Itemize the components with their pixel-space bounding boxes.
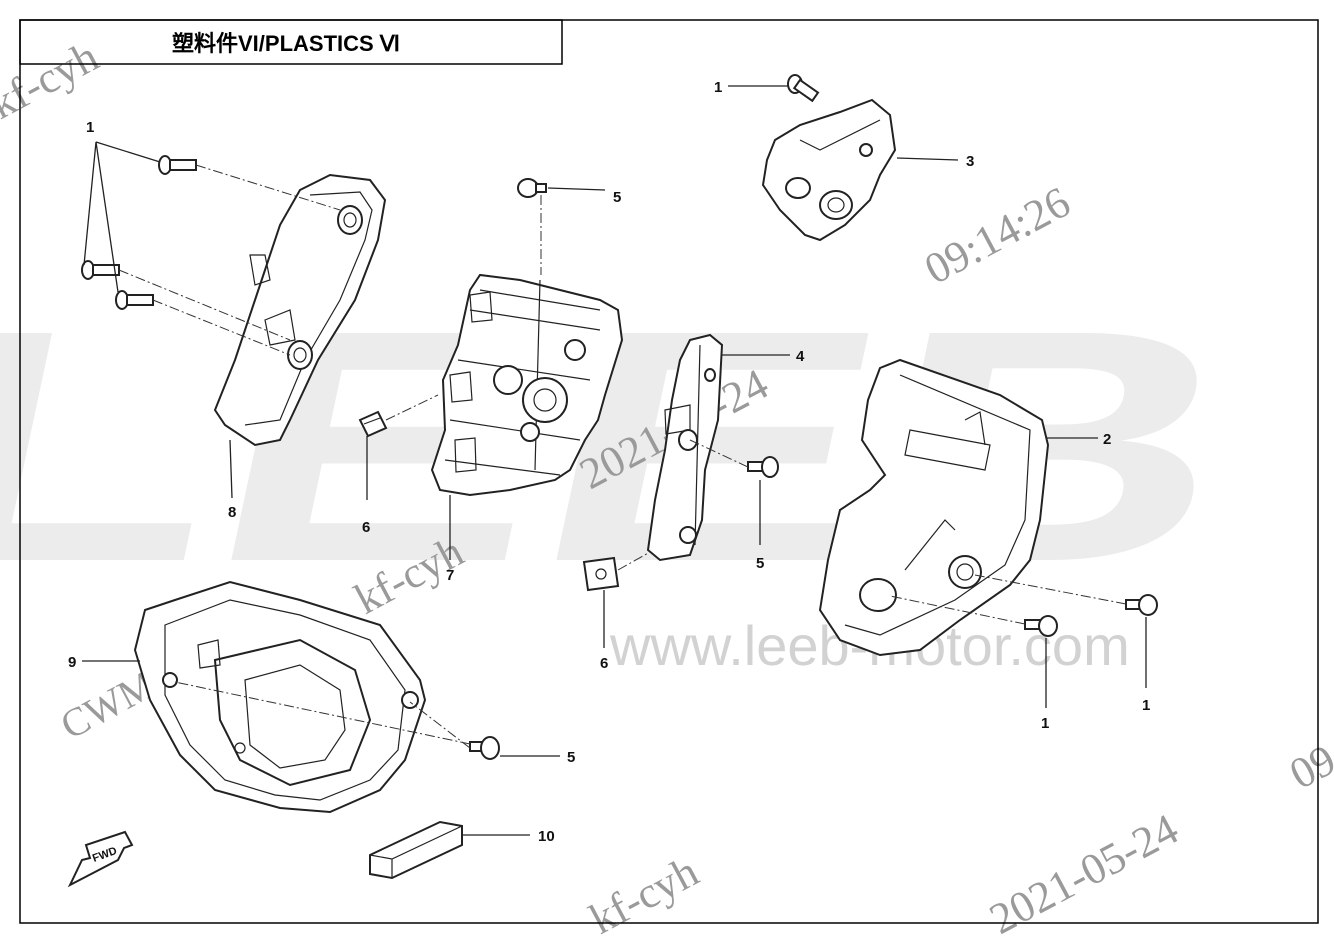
watermark-text: kf-cyh (0, 32, 106, 129)
bolt-icon (747, 456, 779, 478)
callout-label: 5 (567, 749, 575, 766)
bolt-icon (787, 74, 820, 103)
callout-label: 3 (966, 153, 974, 170)
bolt-icon (517, 178, 547, 198)
callout-label: 6 (362, 519, 370, 536)
bolt-icon (1125, 594, 1158, 616)
callout-label: 7 (446, 567, 454, 584)
assembly-line (689, 439, 749, 468)
callout-label: 9 (68, 654, 76, 671)
part-9-instrument-housing (133, 580, 427, 814)
part-8-side-cover (213, 173, 387, 447)
assembly-line (118, 269, 291, 341)
leader-line (83, 141, 161, 293)
title-box (19, 19, 563, 65)
clip-nut-icon (358, 410, 388, 438)
assembly-line (409, 701, 471, 749)
callout-label: 2 (1103, 431, 1111, 448)
assembly-line (889, 595, 1026, 625)
part-3-mount-bracket (761, 98, 897, 242)
assembly-line (195, 164, 341, 211)
leader-line (547, 187, 606, 191)
watermark-text: kf-cyh (582, 847, 706, 938)
bolt-icon (469, 736, 500, 760)
callout-label: 1 (1142, 697, 1150, 714)
clip-nut-icon (582, 556, 620, 592)
callout-label: 5 (613, 189, 621, 206)
fwd-arrow-icon: FWD (67, 830, 134, 888)
part-4-plate-bracket (646, 333, 724, 562)
callout-label: 6 (600, 655, 608, 672)
assembly-line (152, 299, 291, 356)
part-7-center-bracket (430, 273, 624, 497)
callout-label: 5 (756, 555, 764, 572)
assembly-line (174, 681, 471, 745)
bolt-icon (1024, 615, 1058, 637)
assembly-line (617, 551, 651, 571)
page-title: 塑料件VI/PLASTICS Ⅵ (172, 31, 400, 56)
bolt-icon (158, 155, 197, 175)
assembly-line (385, 394, 439, 421)
callout-label: 10 (538, 828, 555, 845)
part-2-right-cover (818, 358, 1050, 657)
watermark-text: 09 (1282, 735, 1334, 799)
drawing-frame (19, 19, 1319, 924)
callout-label: 1 (714, 79, 722, 96)
leader-line (896, 157, 959, 161)
callout-label: 1 (1041, 715, 1049, 732)
callout-label: 1 (86, 119, 94, 136)
leader-line (229, 439, 233, 499)
part-10-foam-pad (369, 820, 463, 880)
assembly-line (974, 574, 1127, 605)
watermark-text: 2021-05-24 (982, 804, 1186, 938)
callout-label: 8 (228, 504, 236, 521)
callout-label: 4 (796, 348, 805, 365)
